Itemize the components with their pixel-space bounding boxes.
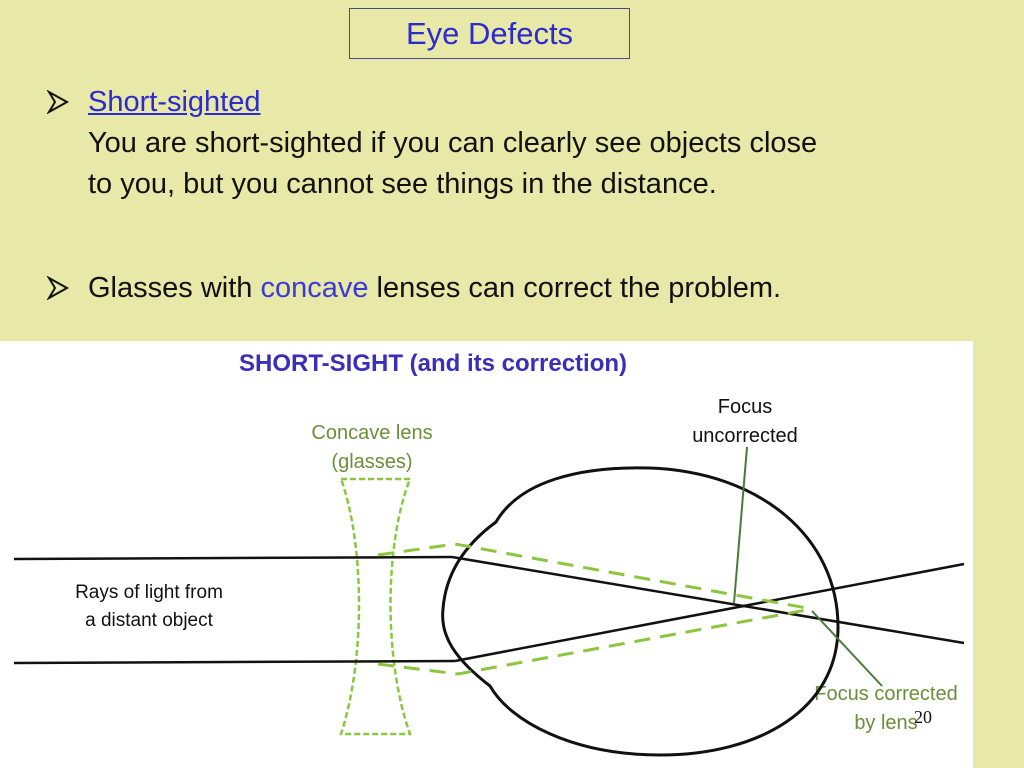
slide-title: Eye Defects	[349, 8, 630, 59]
arrow-bullet-icon	[46, 90, 70, 114]
glasses-text-after: lenses can correct the problem.	[368, 272, 782, 304]
lens-label-line1: Concave lens	[311, 422, 432, 444]
short-sighted-heading: Short-sighted	[88, 86, 261, 118]
ray-top-incoming	[13, 555, 453, 561]
lens-label-line2: (glasses)	[331, 451, 412, 473]
focus-corrected-line1: Focus corrected	[814, 683, 957, 705]
ray-top-corrected	[377, 542, 813, 611]
bullet-glasses: Glasses with concave lenses can correct …	[46, 268, 966, 309]
page-number: 20	[914, 707, 932, 727]
rays-label-line1: Rays of light from	[75, 582, 223, 603]
focus-uncorrected-leader	[733, 446, 748, 604]
eye-outline	[441, 466, 840, 757]
focus-uncorrected-line2: uncorrected	[692, 425, 798, 447]
diagram-svg: SHORT-SIGHT (and its correction) Concave…	[13, 350, 965, 757]
ray-bottom-uncorrected	[454, 562, 965, 663]
slide-title-text: Eye Defects	[405, 15, 574, 51]
bullet-short-sighted: Short-sighted You are short-sighted if y…	[46, 82, 966, 205]
short-sighted-body-line-1: You are short-sighted if you can clearly…	[88, 127, 818, 159]
ray-top-uncorrected	[451, 555, 965, 645]
focus-corrected-leader	[811, 610, 883, 687]
short-sight-diagram: SHORT-SIGHT (and its correction) Concave…	[0, 341, 973, 768]
rays-label-line2: a distant object	[85, 610, 214, 631]
short-sighted-body-line-2: to you, but you cannot see things in the…	[88, 168, 717, 200]
diagram-title: SHORT-SIGHT (and its correction)	[239, 350, 627, 377]
ray-bottom-incoming	[13, 659, 456, 665]
ray-bottom-corrected	[377, 607, 813, 676]
arrow-bullet-icon	[46, 276, 70, 300]
focus-uncorrected-line1: Focus	[718, 396, 772, 418]
concave-highlight: concave	[260, 272, 369, 304]
glasses-text-before: Glasses with	[88, 272, 261, 304]
concave-lens-shape	[339, 477, 412, 736]
focus-corrected-line2: by lens	[854, 712, 917, 734]
